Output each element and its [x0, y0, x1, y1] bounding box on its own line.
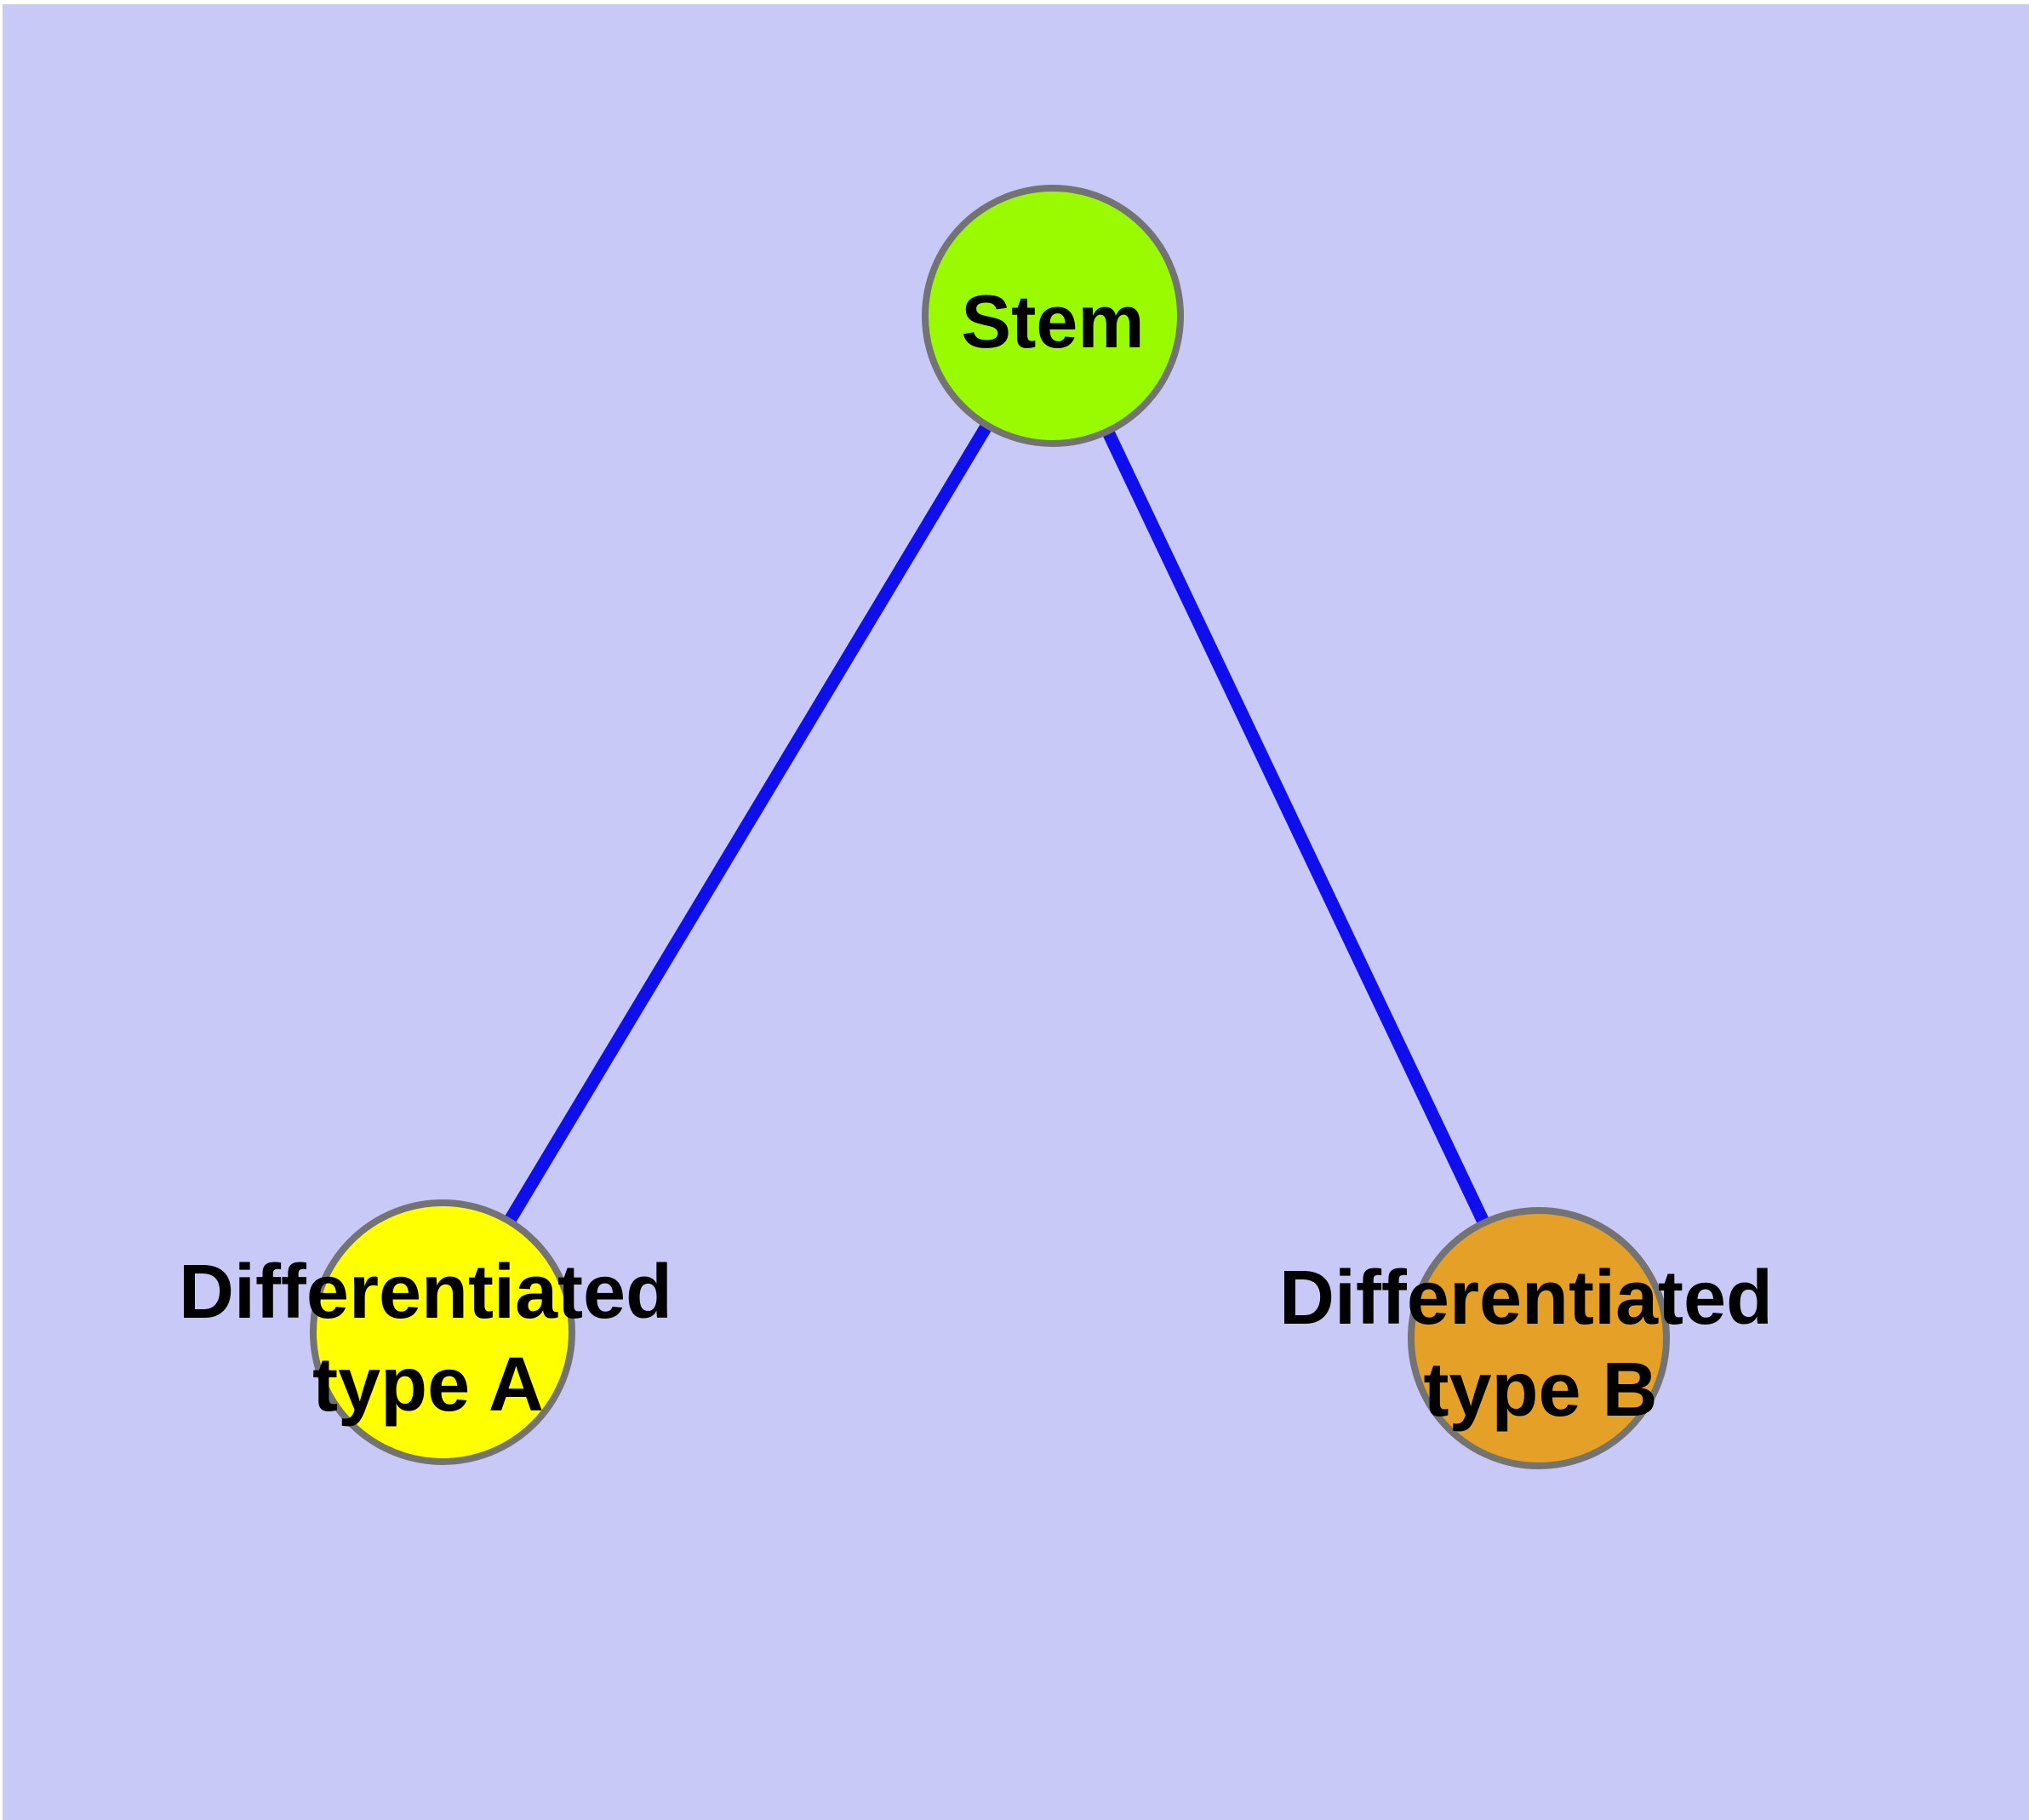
node-stem-label: Stem — [961, 279, 1144, 363]
diagram-background — [3, 4, 2029, 1820]
